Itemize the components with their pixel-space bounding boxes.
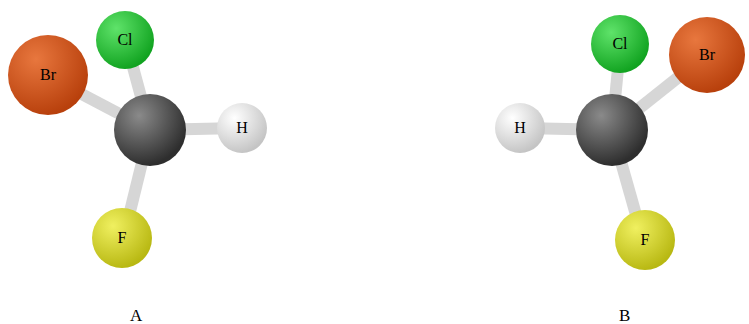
fluorine-atom: F xyxy=(615,210,675,270)
atom-symbol: Cl xyxy=(612,35,627,53)
atom-symbol: H xyxy=(236,119,248,137)
molecule-label: A xyxy=(130,306,142,324)
hydrogen-atom: H xyxy=(217,103,267,153)
atom-symbol: F xyxy=(118,229,127,247)
atom-symbol: Br xyxy=(40,66,56,84)
atom-symbol: F xyxy=(641,231,650,249)
bonds-b xyxy=(522,48,700,236)
carbon-atom xyxy=(114,94,186,166)
carbon-atom xyxy=(576,94,648,166)
chlorine-atom: Cl xyxy=(96,11,154,69)
atom-symbol: Br xyxy=(699,46,715,64)
bromine-atom: Br xyxy=(8,35,88,115)
hydrogen-atom: H xyxy=(495,103,545,153)
chlorine-atom: Cl xyxy=(591,15,649,73)
molecule-label: B xyxy=(619,306,630,324)
atom-symbol: H xyxy=(514,119,526,137)
fluorine-atom: F xyxy=(92,208,152,268)
bromine-atom: Br xyxy=(669,17,745,93)
atom-symbol: Cl xyxy=(117,31,132,49)
